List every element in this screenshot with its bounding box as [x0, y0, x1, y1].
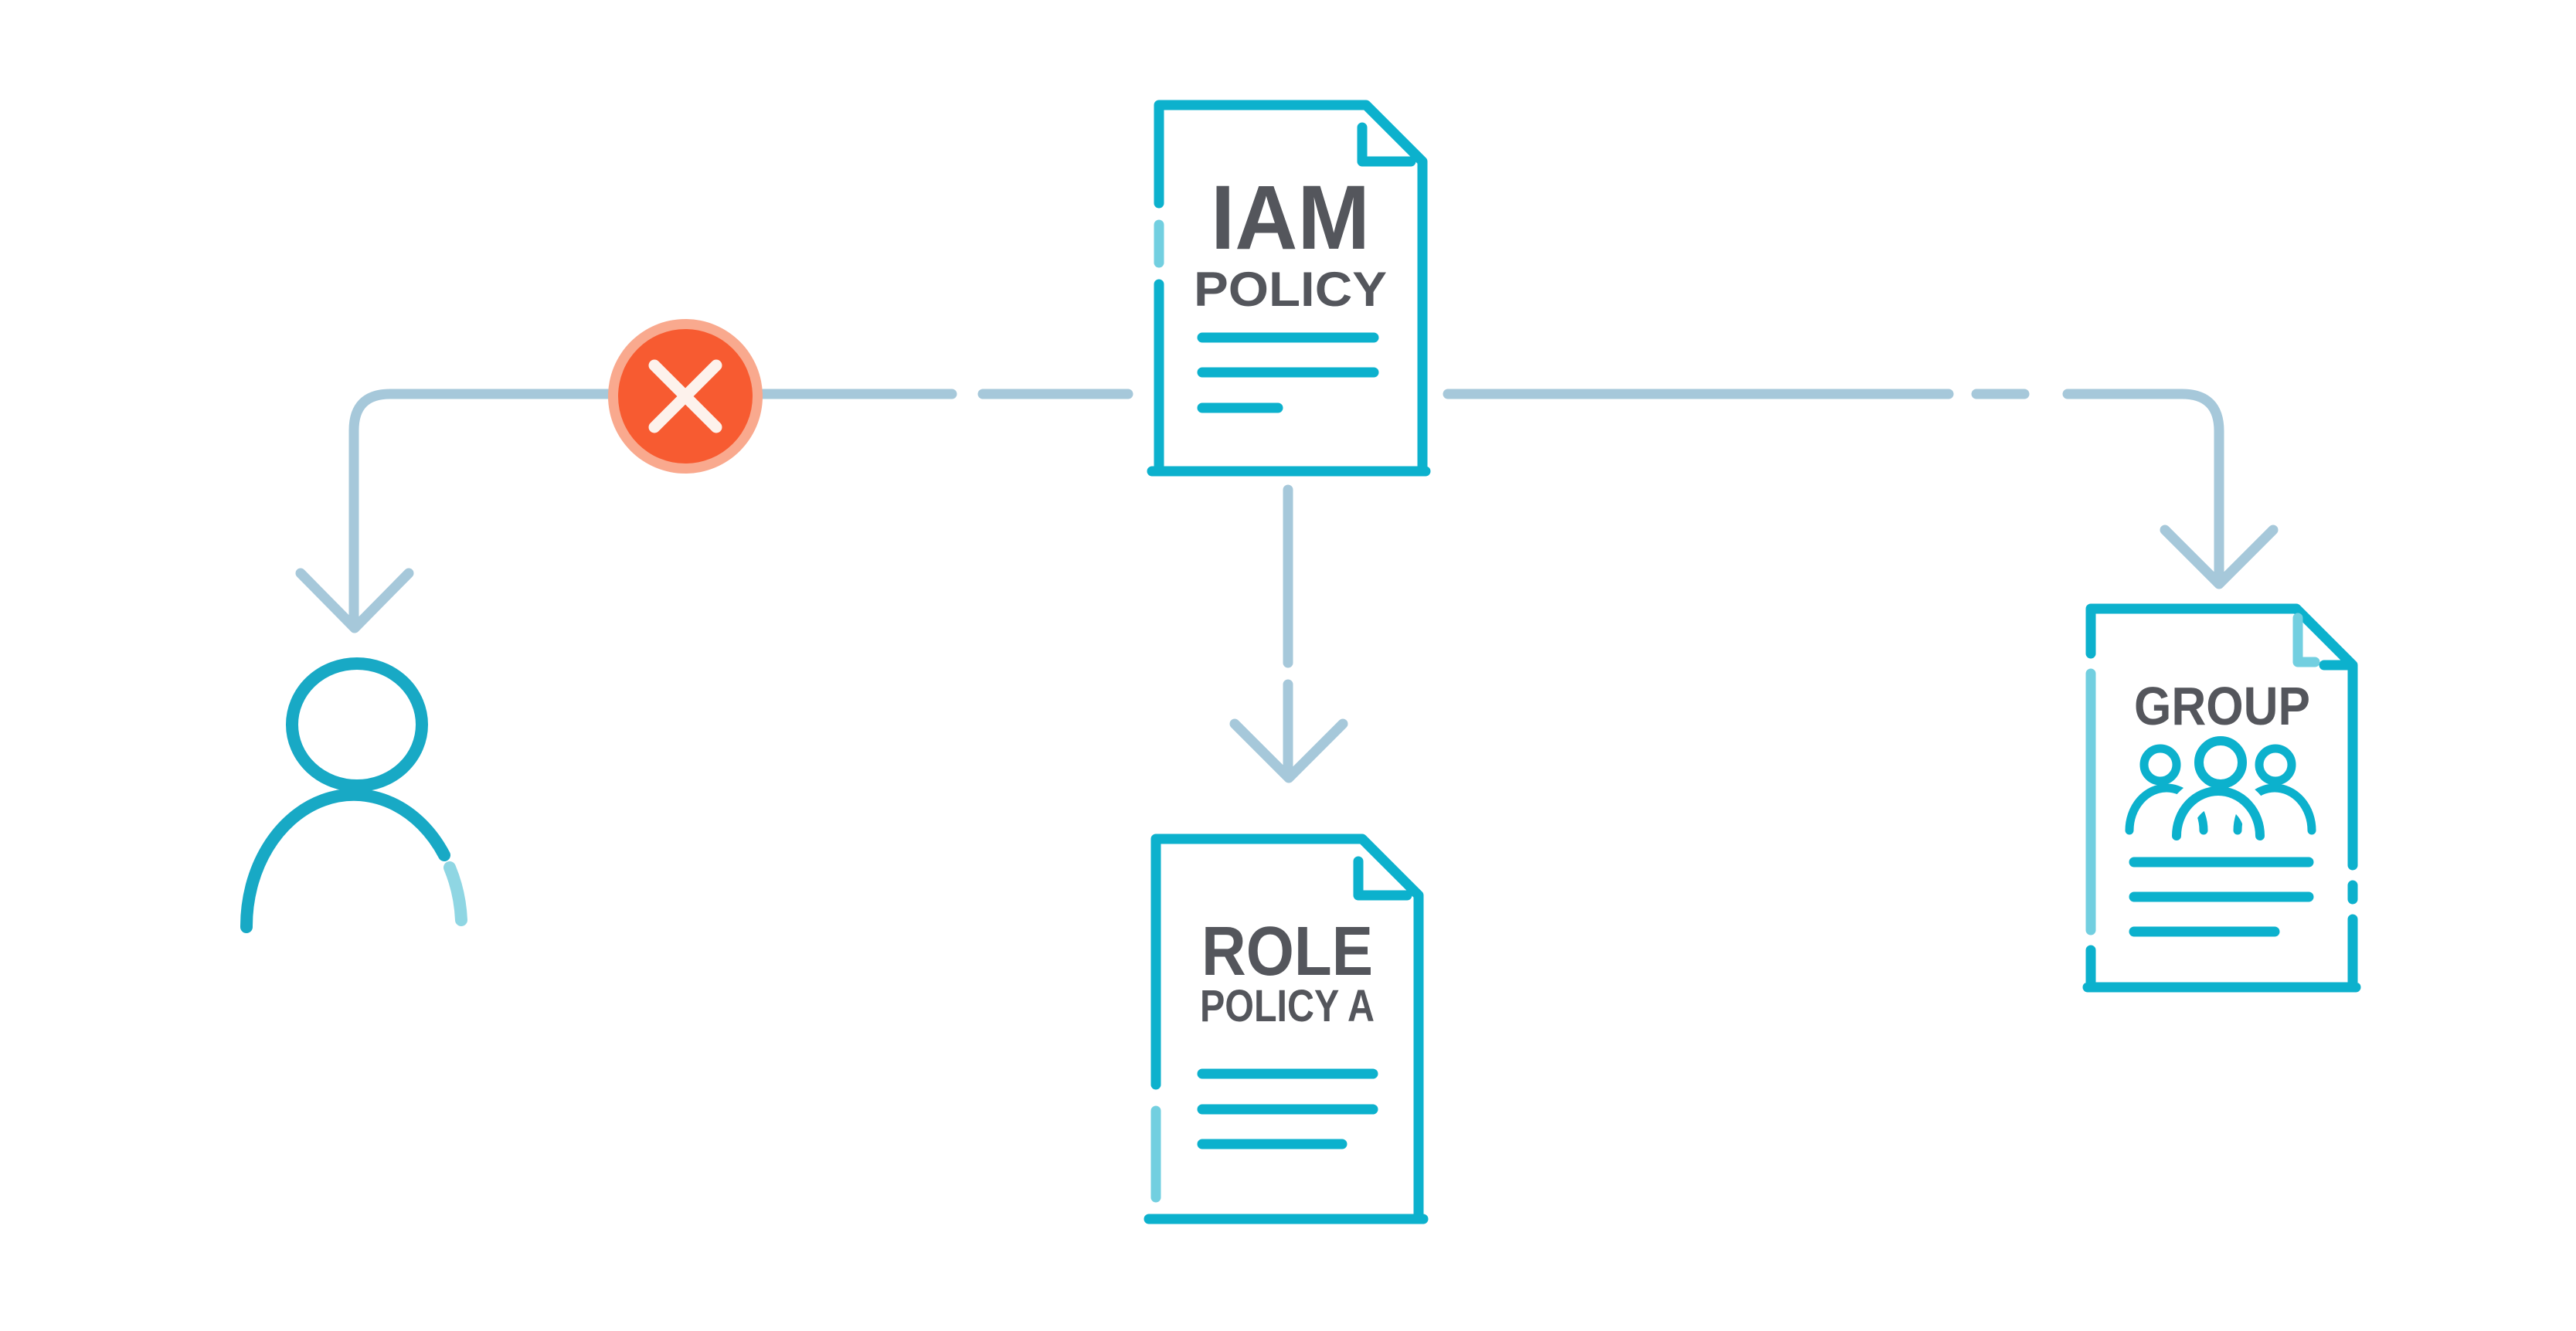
group-left-head: [2139, 744, 2181, 786]
iam-subtitle: POLICY: [1194, 263, 1387, 317]
group-members-icon: [2125, 729, 2316, 840]
role-document-fold: [1353, 856, 1412, 901]
deny-badge: [608, 319, 763, 474]
iam-labels: IAM POLICY: [1194, 167, 1387, 317]
group-document-outline: [2082, 603, 2361, 993]
group-center-head: [2194, 736, 2247, 789]
node-role-policy: ROLE POLICY A: [1144, 834, 1429, 1224]
iam-document-fold: [1357, 122, 1416, 167]
node-group: GROUP: [2082, 603, 2361, 993]
role-labels: ROLE POLICY A: [1200, 913, 1375, 1031]
person-icon: [240, 657, 450, 933]
connectors: [295, 389, 2279, 783]
group-document-icon: [2082, 603, 2361, 993]
connector-group-line: [2062, 389, 2224, 583]
group-document-text-lines: [2129, 857, 2314, 937]
role-document-text-lines: [1197, 1068, 1378, 1149]
node-iam-policy: IAM POLICY: [1147, 100, 1431, 477]
role-subtitle: POLICY A: [1200, 981, 1375, 1031]
connector-user-line: [348, 389, 957, 623]
group-document-border-dash: [2085, 613, 2320, 935]
iam-document-text-lines: [1197, 332, 1379, 413]
group-center-body: [2172, 786, 2265, 840]
arrow-down-icon-role: [1229, 718, 1348, 783]
person-shoulders: [240, 788, 450, 933]
group-right-head: [2255, 744, 2296, 786]
role-title: ROLE: [1201, 913, 1373, 990]
x-icon: [648, 359, 722, 433]
arrow-down-icon-group: [2160, 525, 2279, 589]
role-document-outline: [1144, 834, 1429, 1224]
node-user: [240, 657, 467, 933]
arrow-down-icon-user: [295, 568, 414, 633]
group-title: GROUP: [2134, 676, 2310, 736]
iam-document-icon: [1147, 100, 1431, 477]
person-shoulders-dash: [443, 861, 467, 926]
group-labels: GROUP: [2134, 676, 2310, 736]
person-head: [286, 657, 428, 792]
iam-title: IAM: [1211, 167, 1370, 269]
iam-document-outline: [1147, 100, 1431, 477]
role-document-icon: [1144, 834, 1429, 1224]
